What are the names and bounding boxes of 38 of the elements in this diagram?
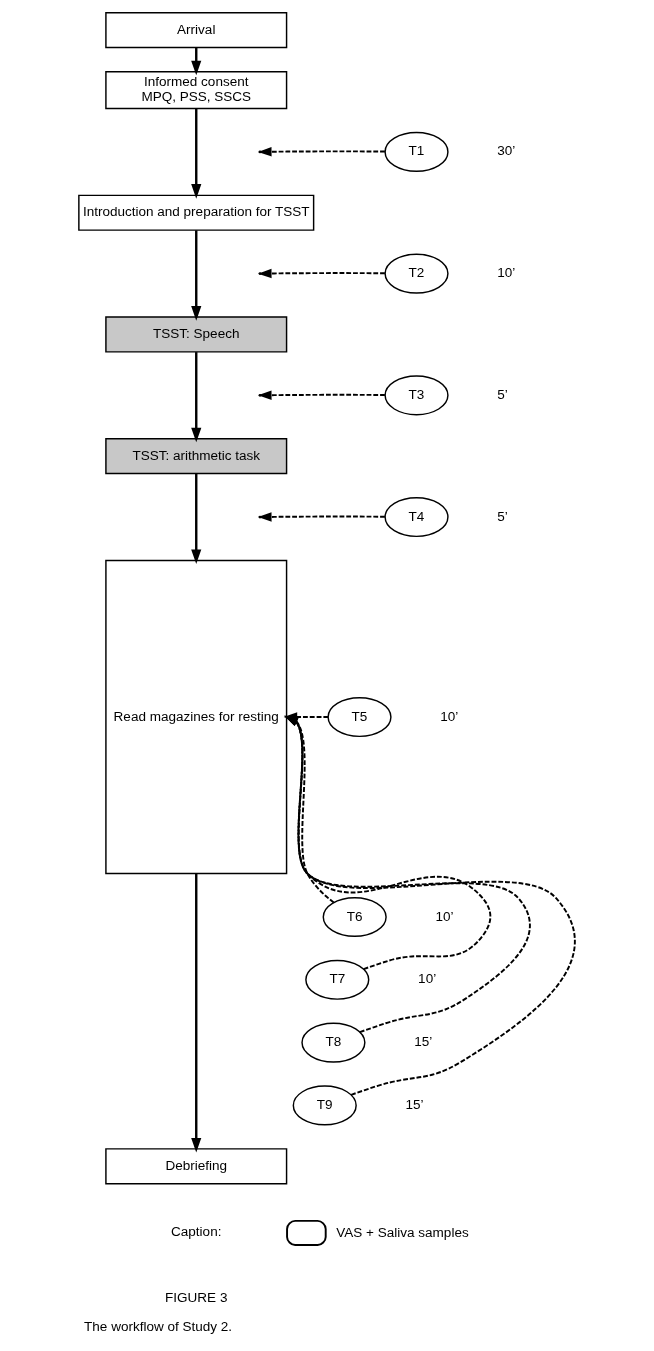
arrow (191, 230, 202, 321)
node-box: Debriefing (105, 1148, 288, 1185)
label: 10’ (440, 708, 459, 724)
label: 5’ (497, 386, 508, 402)
node-ellipse: T4 (384, 497, 449, 538)
node-box: Read magazines for resting (105, 559, 288, 875)
node-ellipse: T6 (322, 896, 387, 938)
caption: The workflow of Study 2. (84, 1318, 233, 1334)
arrow (284, 715, 531, 1034)
arrow (191, 473, 202, 564)
label: 10’ (497, 265, 516, 281)
label: FIGURE 3 (165, 1290, 228, 1306)
node-ellipse: T2 (384, 253, 449, 294)
node-box: TSST: Speech (105, 316, 288, 353)
arrow (191, 108, 202, 199)
node-ellipse: T5 (327, 697, 392, 738)
node-ellipse: T3 (384, 375, 449, 416)
arrow (284, 715, 492, 971)
arrow (284, 715, 576, 1096)
label: 10’ (435, 908, 454, 924)
node-ellipse: T8 (301, 1022, 366, 1063)
label: 15’ (414, 1034, 433, 1050)
label: Caption: (171, 1224, 222, 1240)
node-ellipse: T9 (292, 1085, 357, 1126)
node-ellipse: T7 (305, 959, 370, 1000)
node-box: Informed consent MPQ, PSS, SSCS (105, 70, 288, 110)
node-box: TSST: arithmetic task (105, 438, 288, 475)
node-box: Arrival (105, 12, 288, 49)
arrow (284, 715, 335, 904)
legend-label: VAS + Saliva samples (336, 1224, 469, 1240)
label: 15’ (405, 1096, 424, 1112)
node-ellipse: T1 (384, 131, 449, 172)
node-box: Introduction and preparation for TSST (78, 194, 315, 231)
label: 5’ (497, 508, 508, 524)
label: 10’ (418, 971, 437, 987)
label: 30’ (497, 143, 516, 159)
arrow (191, 873, 202, 1153)
arrow (191, 352, 202, 443)
